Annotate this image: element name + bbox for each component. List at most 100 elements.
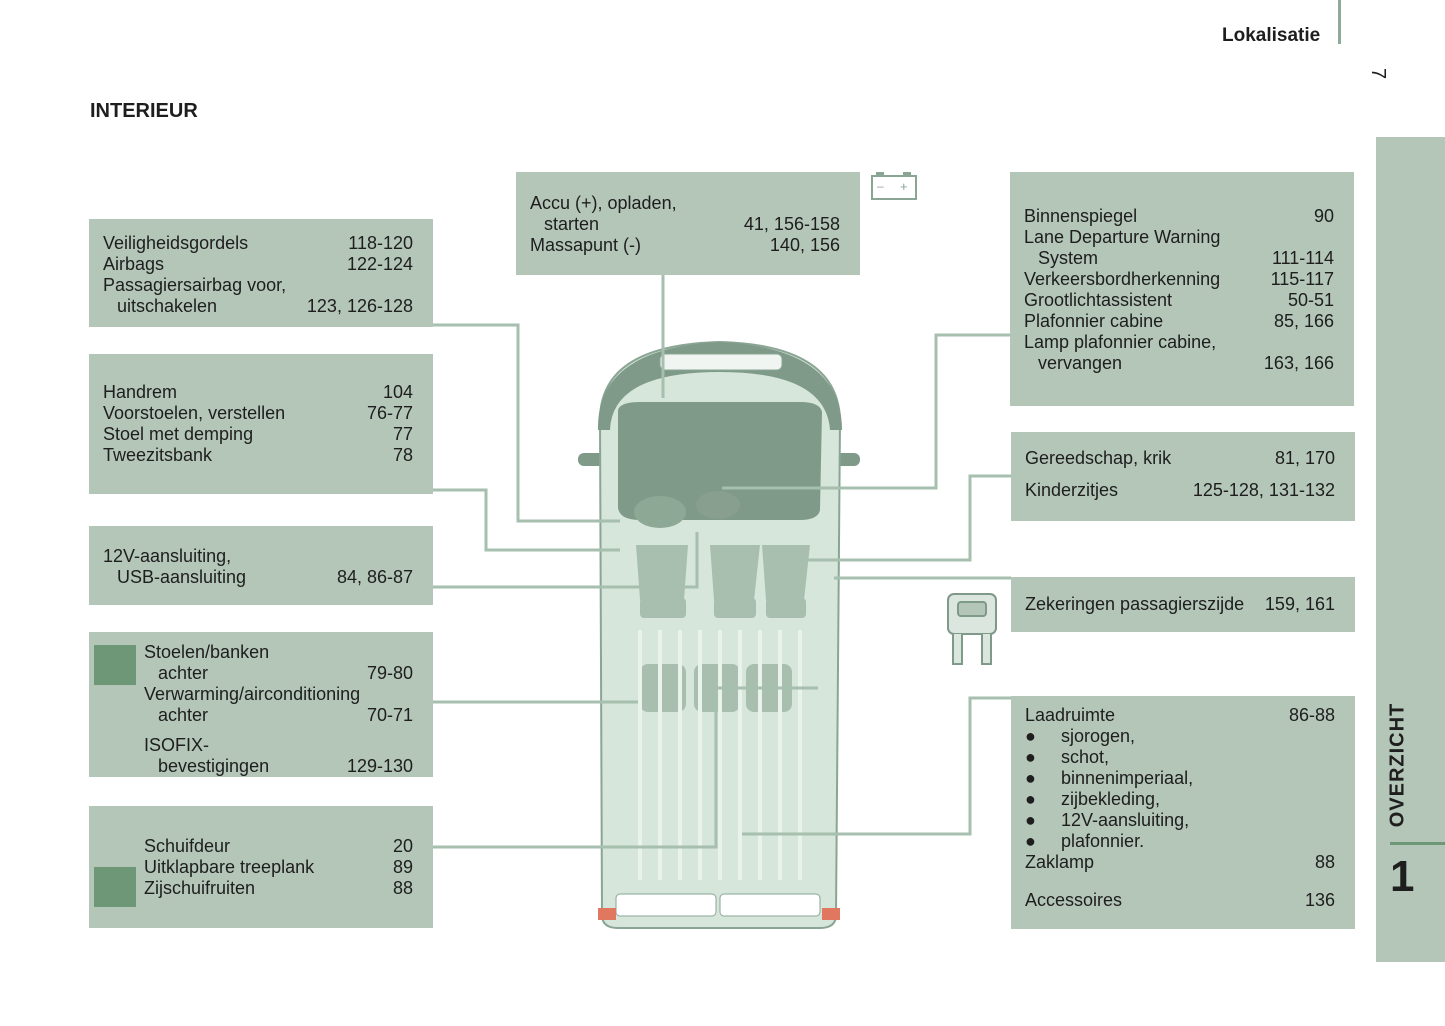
- index-text: 140, 156: [769, 235, 840, 255]
- index-row: Tweezitsbank 78: [103, 445, 413, 466]
- index-text: 89: [392, 857, 413, 877]
- index-text: Zekeringen passagierszijde: [1025, 594, 1245, 614]
- index-text: 90: [1313, 206, 1334, 226]
- index-text: 129-130: [346, 756, 413, 776]
- bullet: ●: [1025, 768, 1036, 788]
- index-text: Accu (+), opladen,: [530, 193, 677, 213]
- page-title: INTERIEUR: [90, 100, 198, 122]
- index-text: achter: [158, 663, 209, 683]
- index-row: ● binnenimperiaal,: [1025, 768, 1335, 789]
- index-row: Accu (+), opladen,: [530, 193, 840, 214]
- chapter-tab: OVERZICHT 1: [1376, 137, 1445, 962]
- index-text: Plafonnier cabine: [1024, 311, 1164, 331]
- index-row: Zekeringen passagierszijde 159, 161: [1025, 594, 1335, 615]
- index-row: ●sjorogen,: [1025, 726, 1335, 747]
- index-text: Voorstoelen, verstellen: [103, 403, 286, 423]
- index-text: Binnenspiegel: [1024, 206, 1138, 226]
- index-text: 84, 86-87: [336, 567, 413, 587]
- index-row: ●plafonnier.: [1025, 831, 1335, 852]
- index-text: 88: [392, 878, 413, 898]
- index-text: 78: [392, 445, 413, 465]
- index-text: Stoelen/banken: [144, 642, 270, 662]
- index-text: bevestigingen: [158, 756, 270, 776]
- index-text: ●plafonnier.: [1025, 831, 1144, 852]
- index-text: binnenimperiaal,: [1061, 768, 1194, 788]
- index-text: plafonnier.: [1061, 831, 1145, 851]
- index-text: Lane Departure Warning: [1024, 227, 1221, 247]
- bullet: ●: [1025, 726, 1036, 746]
- index-row: bevestigingen 129-130: [144, 756, 413, 777]
- index-text: Zaklamp: [1025, 852, 1095, 872]
- rear-seats-icon: [94, 867, 136, 907]
- box-mirror: Binnenspiegel 90 Lane Departure Warning S…: [1010, 172, 1354, 406]
- index-text: 12V-aansluiting,: [1061, 810, 1190, 830]
- index-text: 122-124: [346, 254, 413, 274]
- index-row: Lamp plafonnier cabine,: [1024, 332, 1334, 353]
- svg-text:–: –: [877, 179, 884, 193]
- index-text: 70-71: [366, 705, 413, 725]
- index-text: Airbags: [103, 254, 165, 274]
- index-row: Stoelen/banken: [144, 642, 413, 663]
- index-text: 125-128, 131-132: [1192, 480, 1335, 500]
- index-row: Kinderzitjes 125-128, 131-132: [1025, 480, 1335, 501]
- index-text: Massapunt (-): [530, 235, 642, 255]
- index-row: ● schot,: [1025, 747, 1335, 768]
- index-text: 79-80: [366, 663, 413, 683]
- index-row: Verwarming/airconditioning: [144, 684, 413, 705]
- index-text: 50-51: [1287, 290, 1334, 310]
- van-illustration: [578, 340, 860, 929]
- index-row: Binnenspiegel 90: [1024, 206, 1334, 227]
- fuse-icon: [947, 593, 997, 665]
- index-text: ●zijbekleding,: [1025, 789, 1160, 810]
- index-text: 20: [392, 836, 413, 856]
- index-text: zijbekleding,: [1061, 789, 1161, 809]
- section-divider: [1338, 0, 1341, 44]
- index-text: 159, 161: [1264, 594, 1335, 614]
- index-row: Lane Departure Warning: [1024, 227, 1334, 248]
- index-text: 163, 166: [1263, 353, 1334, 373]
- svg-text:+: +: [900, 179, 908, 194]
- index-text: Veiligheidsgordels: [103, 233, 249, 253]
- index-text: 77: [392, 424, 413, 444]
- index-text: Kinderzitjes: [1025, 480, 1119, 500]
- index-text: ●sjorogen,: [1025, 726, 1135, 747]
- index-text: schot,: [1061, 747, 1110, 767]
- index-row: Passagiersairbag voor,: [103, 275, 413, 296]
- index-text: System: [1038, 248, 1099, 268]
- chapter-divider: [1390, 842, 1445, 845]
- index-row: ● 12V-aansluiting,: [1025, 810, 1335, 831]
- index-text: vervangen: [1038, 353, 1123, 373]
- index-text: Tweezitsbank: [103, 445, 213, 465]
- bullet: ●: [1025, 747, 1036, 767]
- index-row: achter 79-80: [144, 663, 413, 684]
- box-fuses: Zekeringen passagierszijde 159, 161: [1011, 577, 1355, 632]
- index-row: Airbags 122-124: [103, 254, 413, 275]
- index-row: ISOFIX-: [144, 735, 413, 756]
- rear-seats-icon: [94, 645, 136, 685]
- index-text: ● schot,: [1025, 747, 1109, 768]
- index-text: 86-88: [1288, 705, 1335, 725]
- bullet: ●: [1025, 810, 1036, 830]
- index-text: Verwarming/airconditioning: [144, 684, 361, 704]
- index-text: 123, 126-128: [306, 296, 413, 316]
